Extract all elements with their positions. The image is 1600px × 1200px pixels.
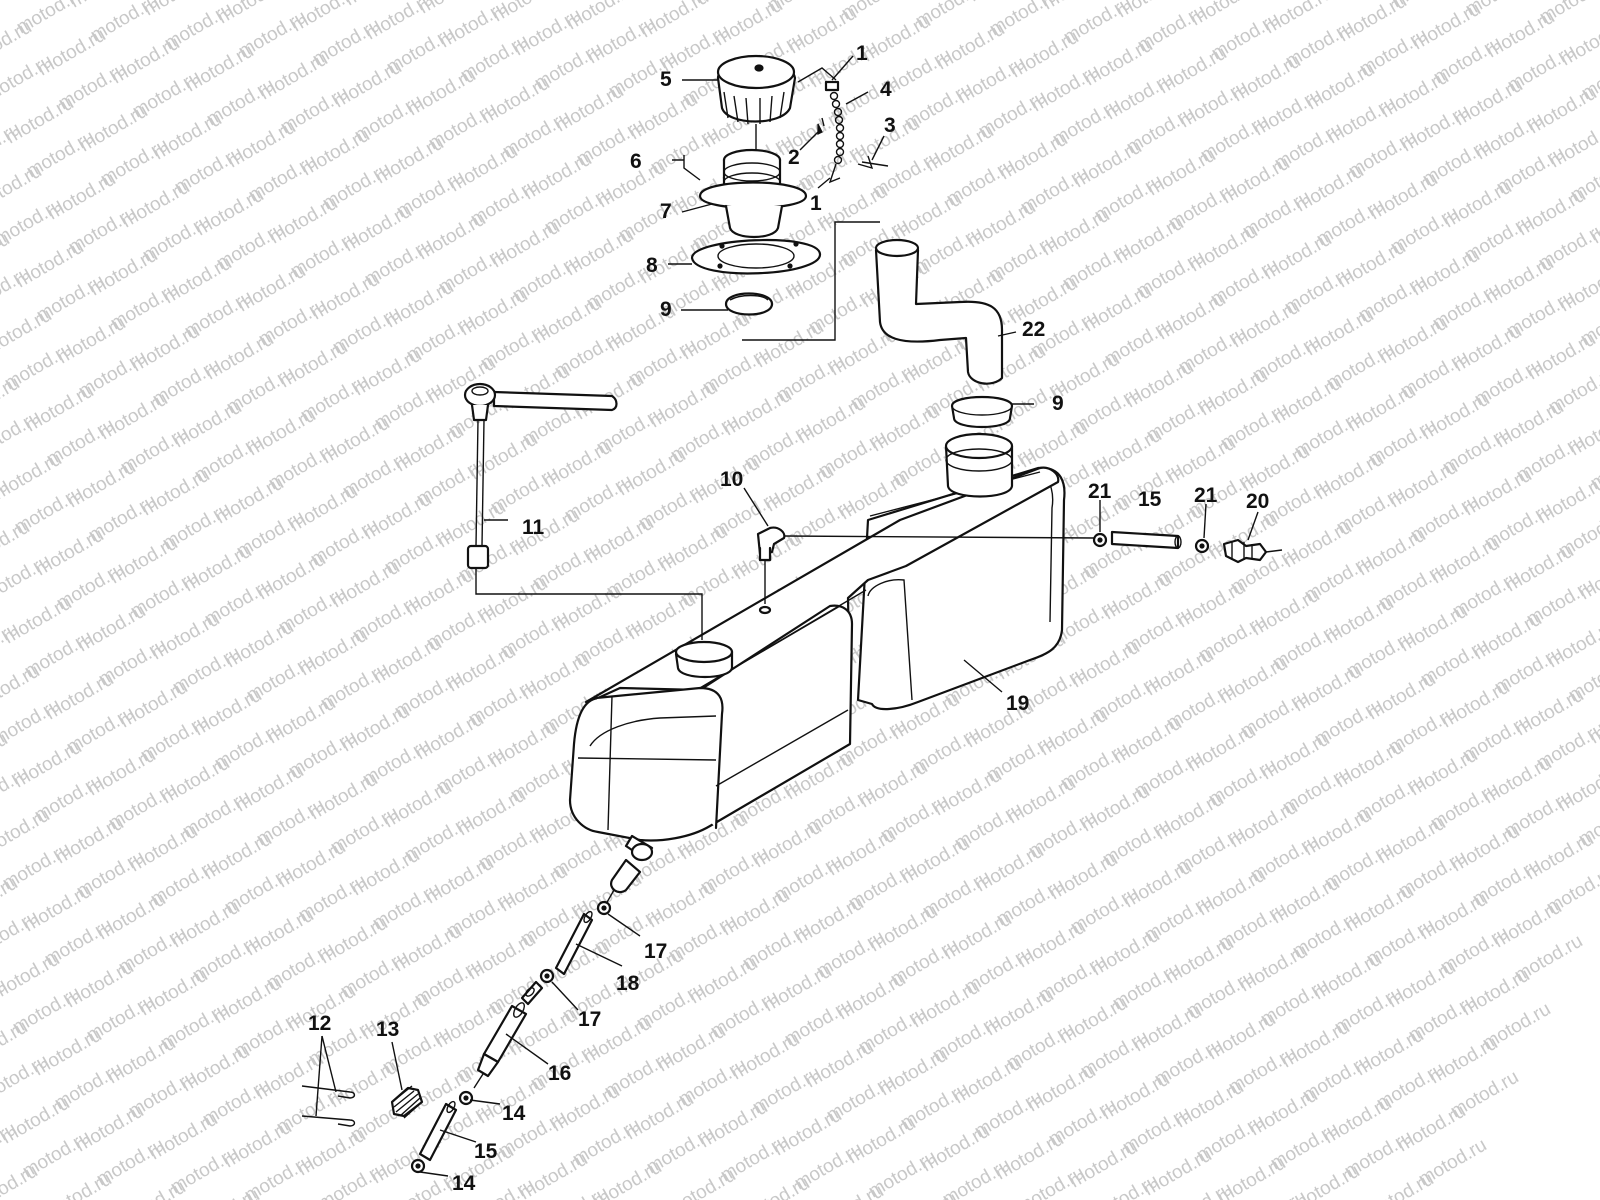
callout-17-lower: 17 bbox=[578, 1008, 601, 1031]
watermark-text: motod.ru bbox=[886, 1189, 961, 1200]
watermark-text: motod.ru bbox=[664, 1165, 739, 1200]
watermark-text: motod.ru bbox=[0, 407, 44, 463]
callout-9-lower: 9 bbox=[1052, 392, 1064, 415]
callout-7: 7 bbox=[660, 200, 672, 223]
callout-18: 18 bbox=[616, 972, 640, 995]
callout-9-upper: 9 bbox=[660, 298, 672, 321]
callout-12: 12 bbox=[308, 1012, 331, 1035]
watermark-text: motod.ru bbox=[0, 551, 54, 607]
callout-10: 10 bbox=[720, 468, 743, 491]
clamp-lower bbox=[950, 395, 1014, 428]
watermark-text: motod.ru bbox=[40, 1169, 115, 1200]
callout-2: 2 bbox=[788, 146, 800, 169]
callout-4: 4 bbox=[880, 78, 892, 101]
callout-15-vent: 15 bbox=[1138, 488, 1162, 511]
callout-17-upper: 17 bbox=[644, 940, 667, 963]
watermark-text: motod.ru bbox=[114, 1177, 189, 1200]
callout-8: 8 bbox=[646, 254, 658, 277]
watermark-text: motod.ru bbox=[738, 1173, 813, 1200]
callout-14-upper: 14 bbox=[502, 1102, 526, 1125]
callout-21-right: 21 bbox=[1194, 484, 1218, 507]
callout-22: 22 bbox=[1022, 318, 1045, 341]
callout-1-lower: 1 bbox=[810, 192, 822, 215]
callout-19: 19 bbox=[1006, 692, 1029, 715]
gasket bbox=[690, 238, 822, 275]
watermark-text: motod.ru bbox=[1362, 1169, 1437, 1200]
watermark-text: motod.ru bbox=[0, 51, 56, 107]
watermark-text: motod.ru bbox=[188, 1185, 263, 1200]
callout-16: 16 bbox=[548, 1062, 571, 1085]
clamp-upper bbox=[724, 292, 774, 316]
callout-21-left: 21 bbox=[1088, 480, 1112, 503]
callout-20: 20 bbox=[1246, 490, 1269, 513]
watermark-text: motod.ru bbox=[0, 1051, 52, 1107]
callout-13: 13 bbox=[376, 1018, 399, 1041]
callout-3: 3 bbox=[884, 114, 896, 137]
callout-14-lower: 14 bbox=[452, 1172, 476, 1195]
callout-6: 6 bbox=[630, 150, 642, 173]
callout-5: 5 bbox=[660, 68, 672, 91]
callout-15-bottom: 15 bbox=[474, 1140, 498, 1163]
watermark-text: motod.ru bbox=[812, 1181, 887, 1200]
watermark-text: motod.ru bbox=[0, 907, 42, 963]
callout-1-upper: 1 bbox=[856, 42, 868, 65]
callout-11: 11 bbox=[522, 516, 545, 539]
